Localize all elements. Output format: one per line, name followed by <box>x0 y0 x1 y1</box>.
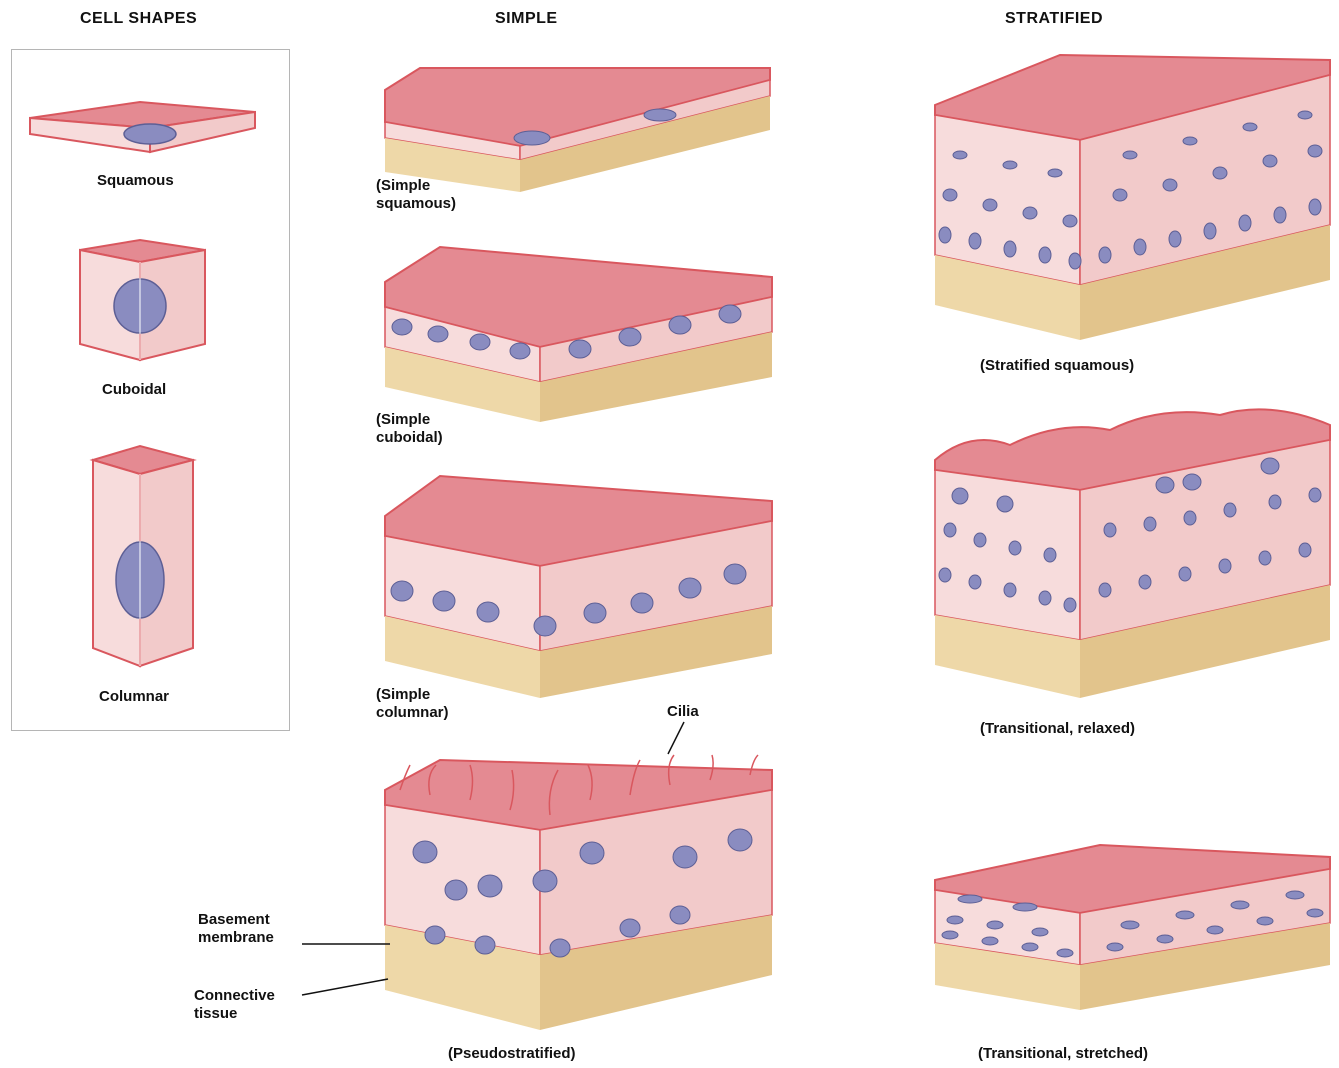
transitional-stretched-illustration <box>930 835 1335 1015</box>
stratified-squamous-illustration <box>930 45 1335 345</box>
squamous-label: Squamous <box>97 172 174 190</box>
simple-columnar-caption: (Simple columnar) <box>376 686 449 722</box>
simple-cuboidal-caption: (Simple cuboidal) <box>376 411 443 447</box>
basement-leader-line <box>300 935 400 955</box>
pseudostratified-caption: (Pseudostratified) <box>448 1045 576 1063</box>
cuboidal-cell-illustration <box>70 232 220 372</box>
connective-leader-line <box>300 975 400 1005</box>
columnar-cell-illustration <box>85 440 205 670</box>
squamous-cell-illustration <box>20 90 280 170</box>
connective-tissue-label: Connective tissue <box>194 987 275 1023</box>
cuboidal-label: Cuboidal <box>102 381 166 399</box>
columnar-label: Columnar <box>99 688 169 706</box>
transitional-relaxed-illustration <box>930 400 1335 700</box>
transitional-relaxed-caption: (Transitional, relaxed) <box>980 720 1135 738</box>
pseudostratified-illustration <box>380 740 780 1040</box>
transitional-stretched-caption: (Transitional, stretched) <box>978 1045 1148 1063</box>
header-stratified: STRATIFIED <box>1005 10 1103 28</box>
simple-squamous-caption: (Simple squamous) <box>376 177 456 213</box>
simple-columnar-illustration <box>380 466 780 706</box>
basement-membrane-label: Basement membrane <box>198 911 274 947</box>
cilia-label: Cilia <box>667 703 699 721</box>
stratified-squamous-caption: (Stratified squamous) <box>980 357 1134 375</box>
header-cell-shapes: CELL SHAPES <box>80 10 197 28</box>
cilia-leader-line <box>660 720 690 760</box>
header-simple: SIMPLE <box>495 10 558 28</box>
simple-cuboidal-illustration <box>380 237 780 427</box>
